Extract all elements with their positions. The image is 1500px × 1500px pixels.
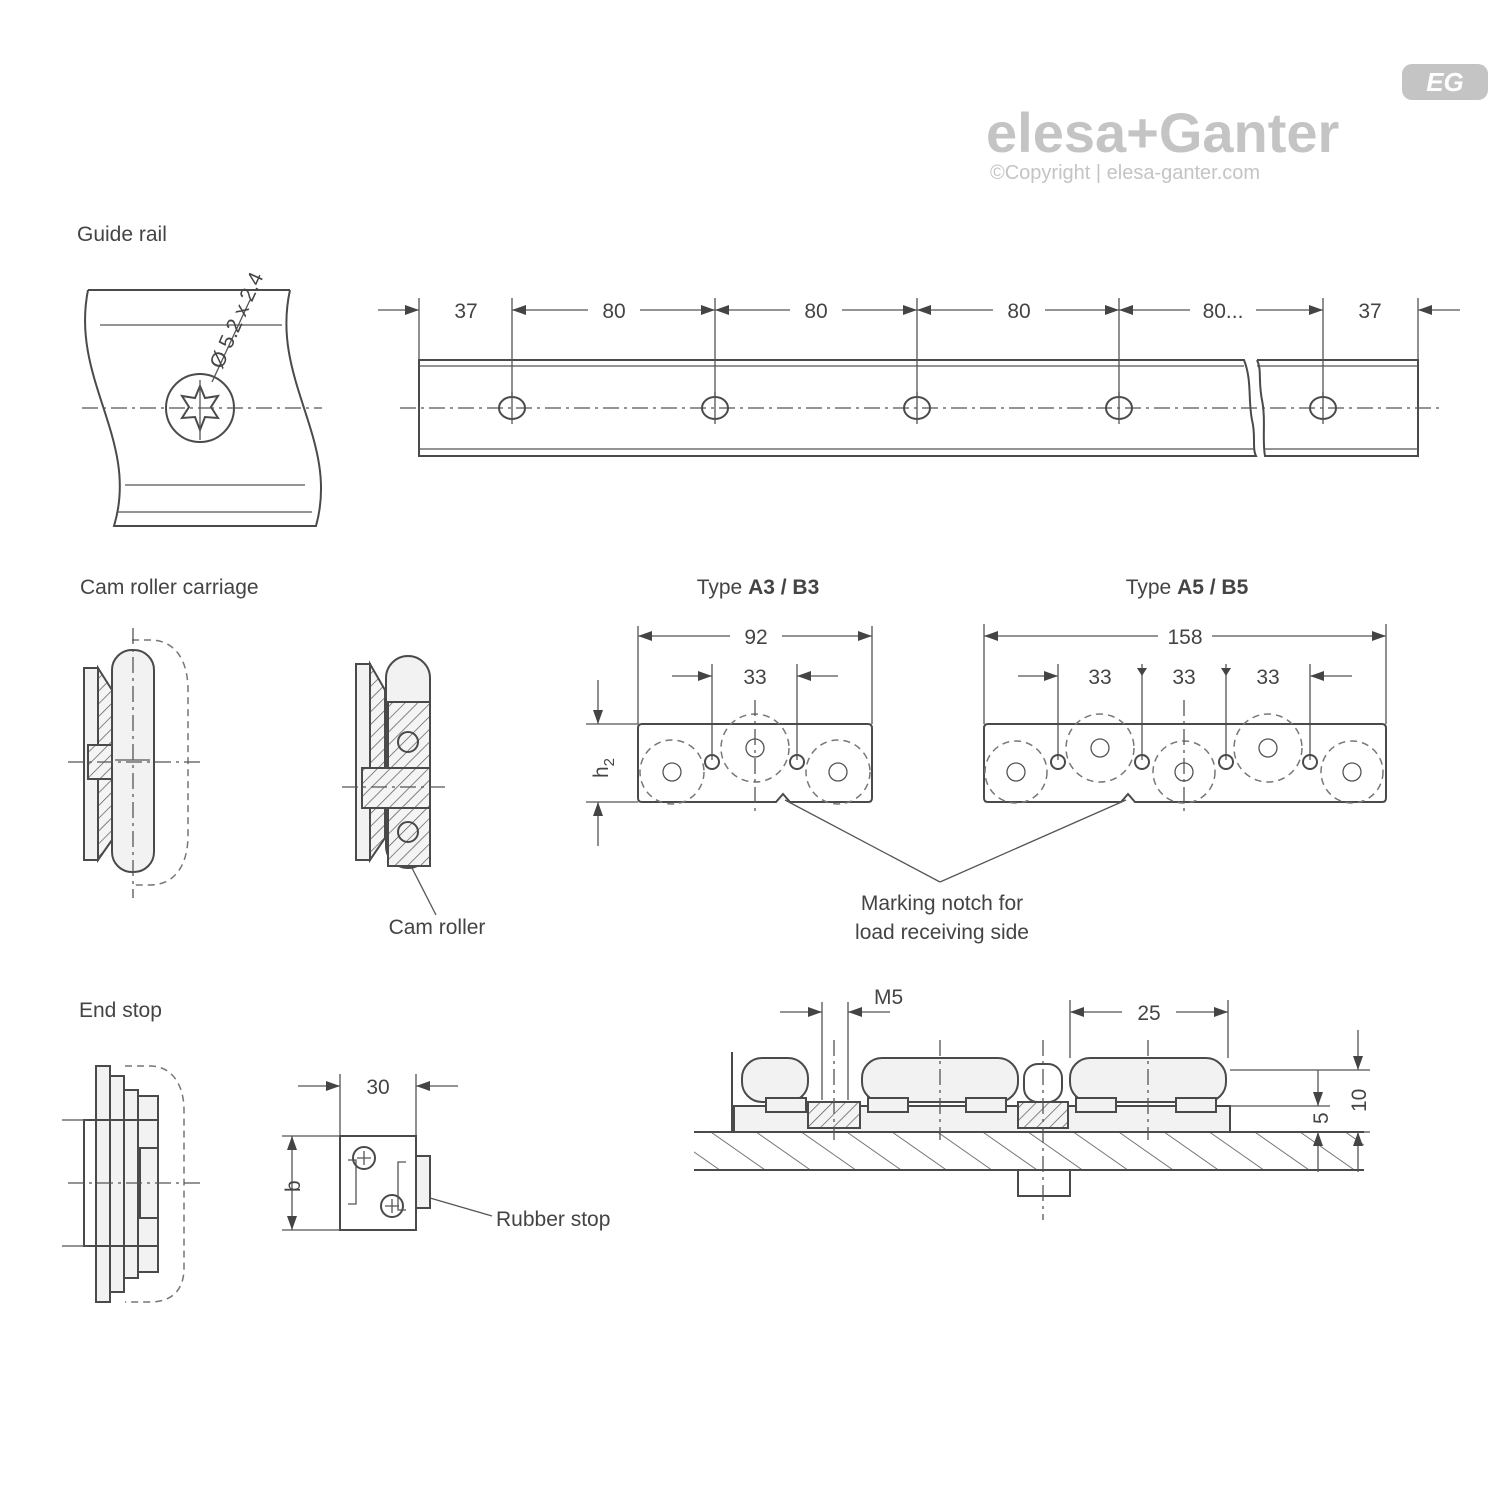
marking-notch-callout: Marking notch for load receiving side xyxy=(784,799,1127,944)
a5-length-value: 158 xyxy=(1167,626,1202,649)
notch-label-line1: Marking notch for xyxy=(861,892,1023,915)
rail-end-spacing-left: 37 xyxy=(454,300,477,323)
carriage-type-a3-b3: Type A3 / B3 92 33 h2 xyxy=(586,576,873,846)
guide-rail-side-view: 37 80 80 80 80... 37 xyxy=(378,298,1460,457)
carriage-section-view: Cam roller xyxy=(342,655,486,939)
rail-hole-spacing-1: 80 xyxy=(602,300,625,323)
type-a5-title: Type A5 / B5 xyxy=(1126,576,1249,599)
guide-rail-heading: Guide rail xyxy=(77,223,167,246)
a5-pitch-3: 33 xyxy=(1256,666,1279,689)
rail-dimension-chain: 37 80 80 80 80... 37 xyxy=(378,298,1460,396)
rail-hole-spacing-4: 80... xyxy=(1203,300,1244,323)
guide-rail-cross-section: Ø 5.2 x 2.4 xyxy=(82,269,322,527)
a5-pitch-1: 33 xyxy=(1088,666,1111,689)
rail-end-spacing-right: 37 xyxy=(1358,300,1381,323)
mounting-section-view: M5 25 5 10 xyxy=(694,986,1371,1220)
type-a3-title: Type A3 / B3 xyxy=(697,576,820,599)
cam-roller-carriage-heading: Cam roller carriage xyxy=(80,576,259,599)
cam-roller-label: Cam roller xyxy=(389,916,486,939)
height-h2-label: h2 xyxy=(590,758,618,778)
copyright-text: ©Copyright | elesa-ganter.com xyxy=(990,162,1260,184)
carriage-front-view xyxy=(68,628,200,898)
end-stop-height-label: b xyxy=(282,1180,305,1192)
end-stop-width-value: 30 xyxy=(366,1076,389,1099)
rail-hole-spacing-2: 80 xyxy=(804,300,827,323)
brand-mark-badge xyxy=(1402,64,1488,100)
a3-length-value: 92 xyxy=(744,626,767,649)
end-stop-side-view: 30 b Rubber stop xyxy=(282,1074,610,1231)
rail-mounting-holes xyxy=(498,392,1337,424)
brand-logo-text: elesa+Ganter xyxy=(986,101,1339,164)
thread-m5-label: M5 xyxy=(874,986,903,1009)
brand-mark-text: EG xyxy=(1426,67,1464,97)
a5-pitch-2: 33 xyxy=(1172,666,1195,689)
dim-10-value: 10 xyxy=(1348,1089,1371,1112)
dim-5-value: 5 xyxy=(1310,1112,1333,1124)
notch-label-line2: load receiving side xyxy=(855,921,1029,944)
roller-width-value: 25 xyxy=(1137,1002,1160,1025)
a3-pitch-value: 33 xyxy=(743,666,766,689)
end-stop-front-view xyxy=(62,1065,200,1303)
rubber-stop-label: Rubber stop xyxy=(496,1208,610,1231)
brand-logo: EG elesa+Ganter ©Copyright | elesa-gante… xyxy=(986,64,1488,184)
hole-spec-label: Ø 5.2 x 2.4 xyxy=(206,269,269,372)
end-stop-heading: End stop xyxy=(79,999,162,1022)
rail-hole-spacing-3: 80 xyxy=(1007,300,1030,323)
carriage-type-a5-b5: Type A5 / B5 158 33 33 33 xyxy=(983,576,1387,812)
